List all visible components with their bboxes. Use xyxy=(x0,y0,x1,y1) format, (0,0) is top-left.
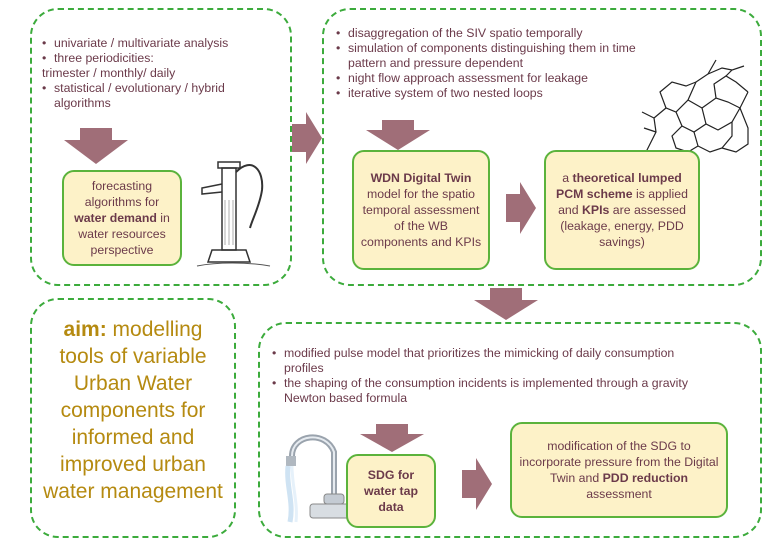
bullet-item: •simulation of components distinguishing… xyxy=(336,41,636,55)
arrow-right-icon xyxy=(292,112,322,164)
arrow-down-icon xyxy=(366,120,430,150)
bullet-continuation: profiles xyxy=(284,361,324,375)
bullet-item: •the shaping of the consumption incident… xyxy=(272,376,688,390)
water-network-icon xyxy=(641,59,749,153)
bullet-continuation: Newton based formula xyxy=(284,391,408,405)
bullet-item: •univariate / multivariate analysis xyxy=(42,36,229,50)
arrow-right-icon xyxy=(506,182,536,234)
bullet-item: •modified pulse model that prioritizes t… xyxy=(272,346,675,360)
panel2-bullets: •disaggregation of the SIV spatio tempor… xyxy=(336,26,636,101)
arrow-down-icon xyxy=(64,128,128,164)
sdg-modification-box: modification of the SDG to incorporate p… xyxy=(510,422,728,518)
aim-statement: aim: modelling tools of variable Urban W… xyxy=(43,318,223,503)
arrow-right-icon xyxy=(462,458,492,510)
panel1-bullets: •univariate / multivariate analysis •thr… xyxy=(42,36,282,111)
panel-aim xyxy=(30,298,236,538)
bullet-item: •iterative system of two nested loops xyxy=(336,86,543,100)
bullet-continuation: pattern and pressure dependent xyxy=(348,56,524,70)
bullet-item: •statistical / evolutionary / hybrid xyxy=(42,81,225,95)
bullet-item: •disaggregation of the SIV spatio tempor… xyxy=(336,26,583,40)
water-tap-icon xyxy=(285,434,355,523)
bullet-continuation: trimester / monthly/ daily xyxy=(42,66,176,80)
forecasting-box: forecasting algorithms for water demand … xyxy=(62,170,182,266)
sdg-box: SDG for water tap data xyxy=(346,454,436,528)
panel3-bullets: •modified pulse model that prioritizes t… xyxy=(272,346,756,406)
arrow-down-icon xyxy=(360,424,424,452)
bullet-item: •three periodicities: xyxy=(42,51,154,65)
bullet-item: •night flow approach assessment for leak… xyxy=(336,71,588,85)
arrow-down-icon xyxy=(474,288,538,320)
pcm-scheme-box: a theoretical lumped PCM scheme is appli… xyxy=(544,150,700,270)
hand-pump-icon xyxy=(196,161,271,267)
bullet-continuation: algorithms xyxy=(54,96,111,110)
